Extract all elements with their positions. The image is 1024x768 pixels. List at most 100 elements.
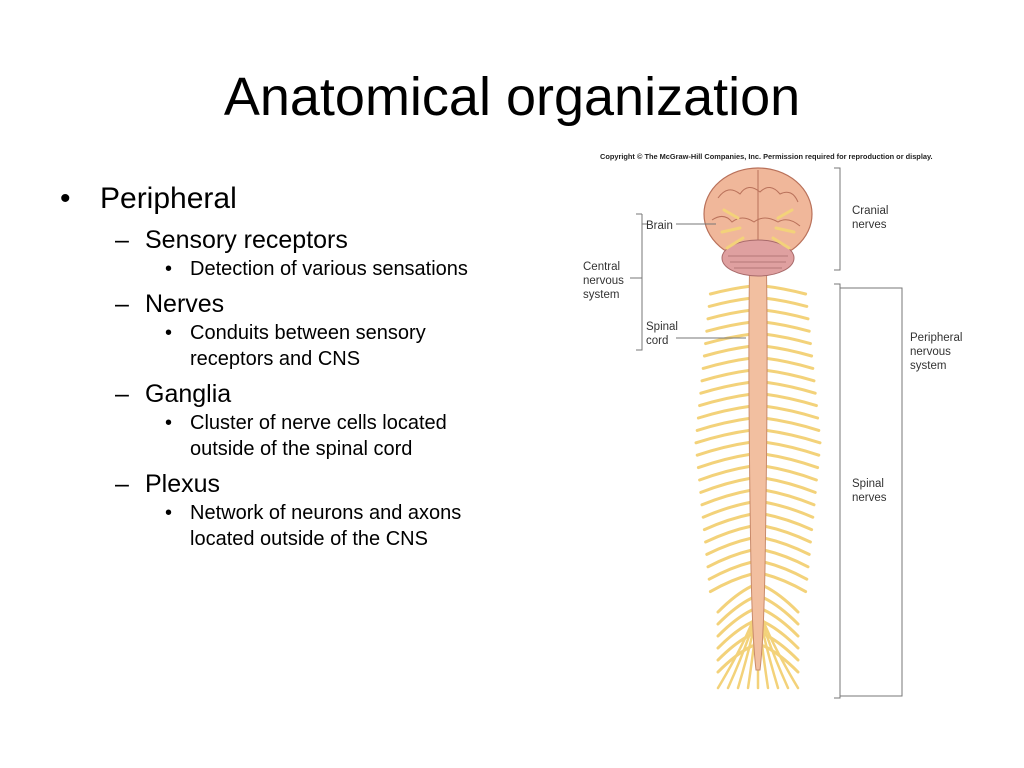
spinal-nerve-branch [695,440,754,457]
label-pns-line1: Peripheral [910,332,962,344]
spinal-nerve-branch [762,368,816,383]
spinal-nerve-branch [762,620,800,650]
spinal-nerve-branch [704,524,754,544]
subbullet-plexus: –Plexus [60,468,500,500]
spinal-nerve-branch [762,392,818,408]
spinal-nerve-branch [762,524,812,544]
spinal-nerve-branch [762,320,811,333]
spinal-nerve-branch [706,308,754,321]
detail-text: Cluster of nerve cells located outside o… [190,412,447,460]
spinal-nerve-branch [702,344,754,358]
spinal-nerve-branch [716,608,754,638]
spinal-nerves-illustration [694,284,822,690]
spinal-nerve-branch [762,452,820,470]
cauda-equina-strand [716,616,756,690]
spinal-nerve-branch [705,536,754,556]
spinal-nerve-branch [762,548,810,569]
spinal-nerve-branch [700,488,754,507]
spinal-nerve-branch [762,488,816,507]
label-pns-line2: nervous [910,346,951,358]
spinal-nerve-branch [762,416,821,432]
subbullet-text: Nerves [145,290,225,318]
spinal-nerve-branch [707,560,754,581]
label-cns-line3: system [583,289,619,301]
spinal-nerve-branch [706,548,754,569]
bullet-marker: • [165,258,173,280]
copyright-notice: Copyright © The McGraw-Hill Companies, I… [600,152,933,161]
dash-marker: – [115,290,129,318]
spinal-nerve-branch [762,536,811,556]
spinal-nerve-branch [699,380,754,395]
detail-text: Conduits between sensory receptors and C… [190,322,426,370]
label-brackets [630,167,903,699]
detail-nerves: • Conduits between sensory receptors and … [60,320,500,372]
brain-illustration [703,167,813,277]
spinal-nerve-branch [762,464,818,482]
subbullet-text: Ganglia [145,380,232,408]
spinal-nerve-branch [762,440,821,457]
spinal-nerve-branch [694,428,754,445]
dash-marker: – [115,470,129,498]
spinal-nerve-branch [762,404,820,420]
subbullet-ganglia: –Ganglia [60,378,500,410]
subbullet-nerves: –Nerves [60,288,500,320]
spinal-nerve-branch [700,368,754,383]
spinal-nerve-branch [702,512,754,532]
spinal-nerve-branch [762,596,800,626]
spinal-nerve-branch [762,608,800,638]
spinal-nerve-branch [704,332,754,346]
spinal-nerve-branch [762,560,809,581]
spinal-nerve-branch [698,392,754,408]
label-cns-line1: Central [583,261,620,273]
bullet-marker: • [165,502,173,524]
bullet-text: Peripheral [100,182,237,215]
spinal-nerve-branch [762,344,814,358]
label-cranial-line1: Cranial [852,205,888,217]
bullet-marker: • [165,322,173,344]
spinal-nerve-branch [701,356,754,370]
spinal-nerve-branch [716,620,754,650]
spinal-nerve-branch [696,404,754,420]
spinal-nerve-branch [762,284,808,296]
spinal-nerve-branch [701,500,754,519]
label-spinal-nerves-line2: nerves [852,492,887,504]
cauda-equina-strand [760,616,800,690]
spinal-cord-illustration [748,247,768,671]
spinal-nerve-branch [699,476,754,494]
nervous-system-figure: Copyright © The McGraw-Hill Companies, I… [578,148,978,708]
bullet-marker: • [60,182,71,215]
label-spinal-nerves-line1: Spinal [852,478,884,490]
dash-marker: – [115,226,129,254]
spinal-nerve-branch [716,584,754,614]
spinal-nerve-branch [705,320,754,333]
subbullet-text: Plexus [145,470,221,498]
spinal-nerve-branch [762,584,800,614]
spinal-nerve-branch [762,476,817,494]
spinal-nerve-branch [707,296,754,308]
spinal-nerve-branch [716,596,754,626]
spinal-nerve-branch [762,500,815,519]
spinal-nerve-branch [762,572,808,594]
detail-ganglia: • Cluster of nerve cells located outside … [60,410,500,462]
spinal-nerve-branch [708,572,754,594]
bullet-marker: • [165,412,173,434]
spinal-nerve-branch [698,464,754,482]
spinal-nerve-branch [695,416,754,432]
label-pns-line3: system [910,360,946,372]
spinal-nerve-branch [762,332,812,346]
detail-text: Network of neurons and axons located out… [190,502,462,550]
spinal-nerve-branch [762,512,814,532]
detail-sensory-receptors: •Detection of various sensations [60,256,500,282]
spinal-nerve-branch [762,356,815,370]
label-spinal-cord-line1: Spinal [646,321,678,333]
spinal-nerve-branch [762,428,822,445]
spinal-nerve-branch [762,308,810,321]
label-brain: Brain [646,220,673,232]
spinal-nerve-branch [696,452,754,470]
spinal-nerve-branch [708,284,754,296]
label-spinal-cord-line2: cord [646,335,668,347]
spinal-nerve-branch [762,296,809,308]
nervous-system-illustration: Copyright © The McGraw-Hill Companies, I… [583,152,962,699]
subbullet-sensory-receptors: –Sensory receptors [60,224,500,256]
detail-plexus: • Network of neurons and axons located ou… [60,500,500,552]
